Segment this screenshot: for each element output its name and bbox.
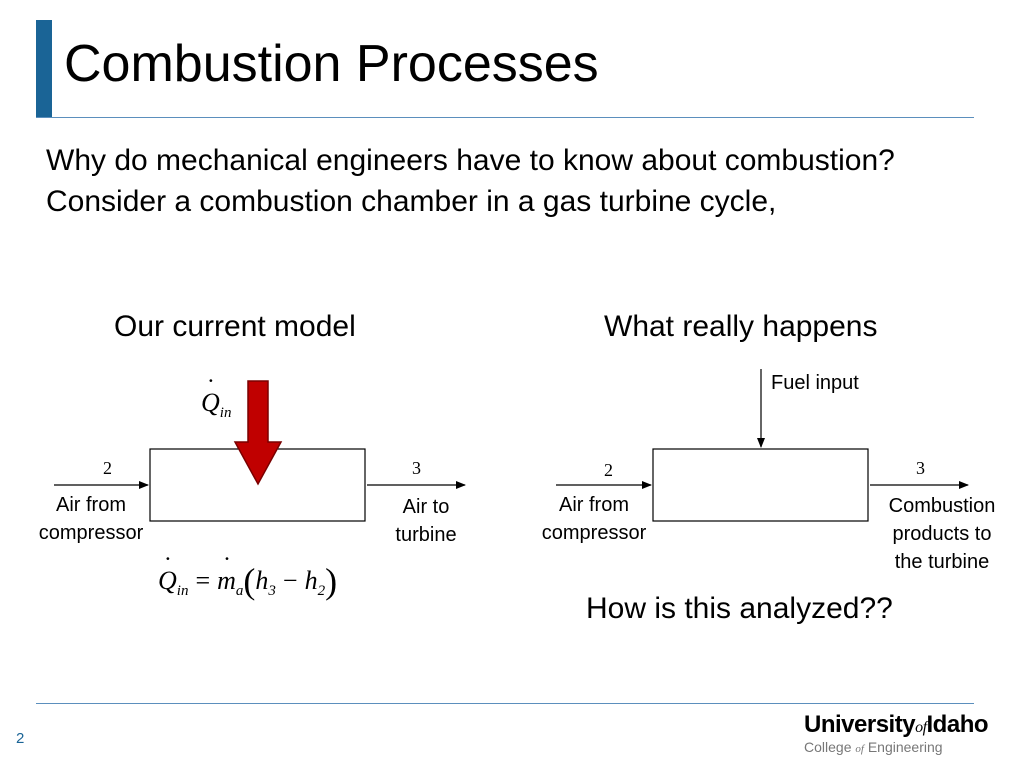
intro-text: Why do mechanical engineers have to know… <box>46 144 895 218</box>
left-inlet-label: Air from compressor <box>38 494 144 544</box>
logo-college-line: College of Engineering <box>804 739 943 755</box>
right-diagram-heading: What really happens <box>604 310 878 343</box>
fuel-input-label: Fuel input <box>771 372 859 394</box>
analysis-question: How is this analyzed?? <box>586 592 893 625</box>
left-state-3-label: 3 <box>412 458 421 478</box>
left-diagram-heading: Our current model <box>114 310 356 343</box>
right-state-2-label: 2 <box>604 460 613 480</box>
left-state-2-label: 2 <box>103 458 112 478</box>
heat-input-label: Qin <box>201 388 231 422</box>
title-divider <box>36 117 974 118</box>
title-accent-bar <box>36 20 52 118</box>
footer-divider <box>36 703 974 704</box>
page-number: 2 <box>16 730 25 747</box>
logo-wordmark: UniversityofIdaho <box>804 711 989 738</box>
heat-input-arrow <box>233 380 283 486</box>
right-chamber-box <box>652 448 869 522</box>
right-state-3-label: 3 <box>916 458 925 478</box>
right-outlet-label: Combustion products to the turbine <box>888 495 996 573</box>
university-logo: UniversityofIdaho College of Engineering <box>804 711 989 755</box>
energy-balance-equation: Qin=ma(h3−h2) <box>158 560 337 602</box>
slide-title: Combustion Processes <box>64 35 599 93</box>
left-outlet-label: Air to turbine <box>395 496 457 546</box>
right-inlet-label: Air from compressor <box>541 494 647 544</box>
